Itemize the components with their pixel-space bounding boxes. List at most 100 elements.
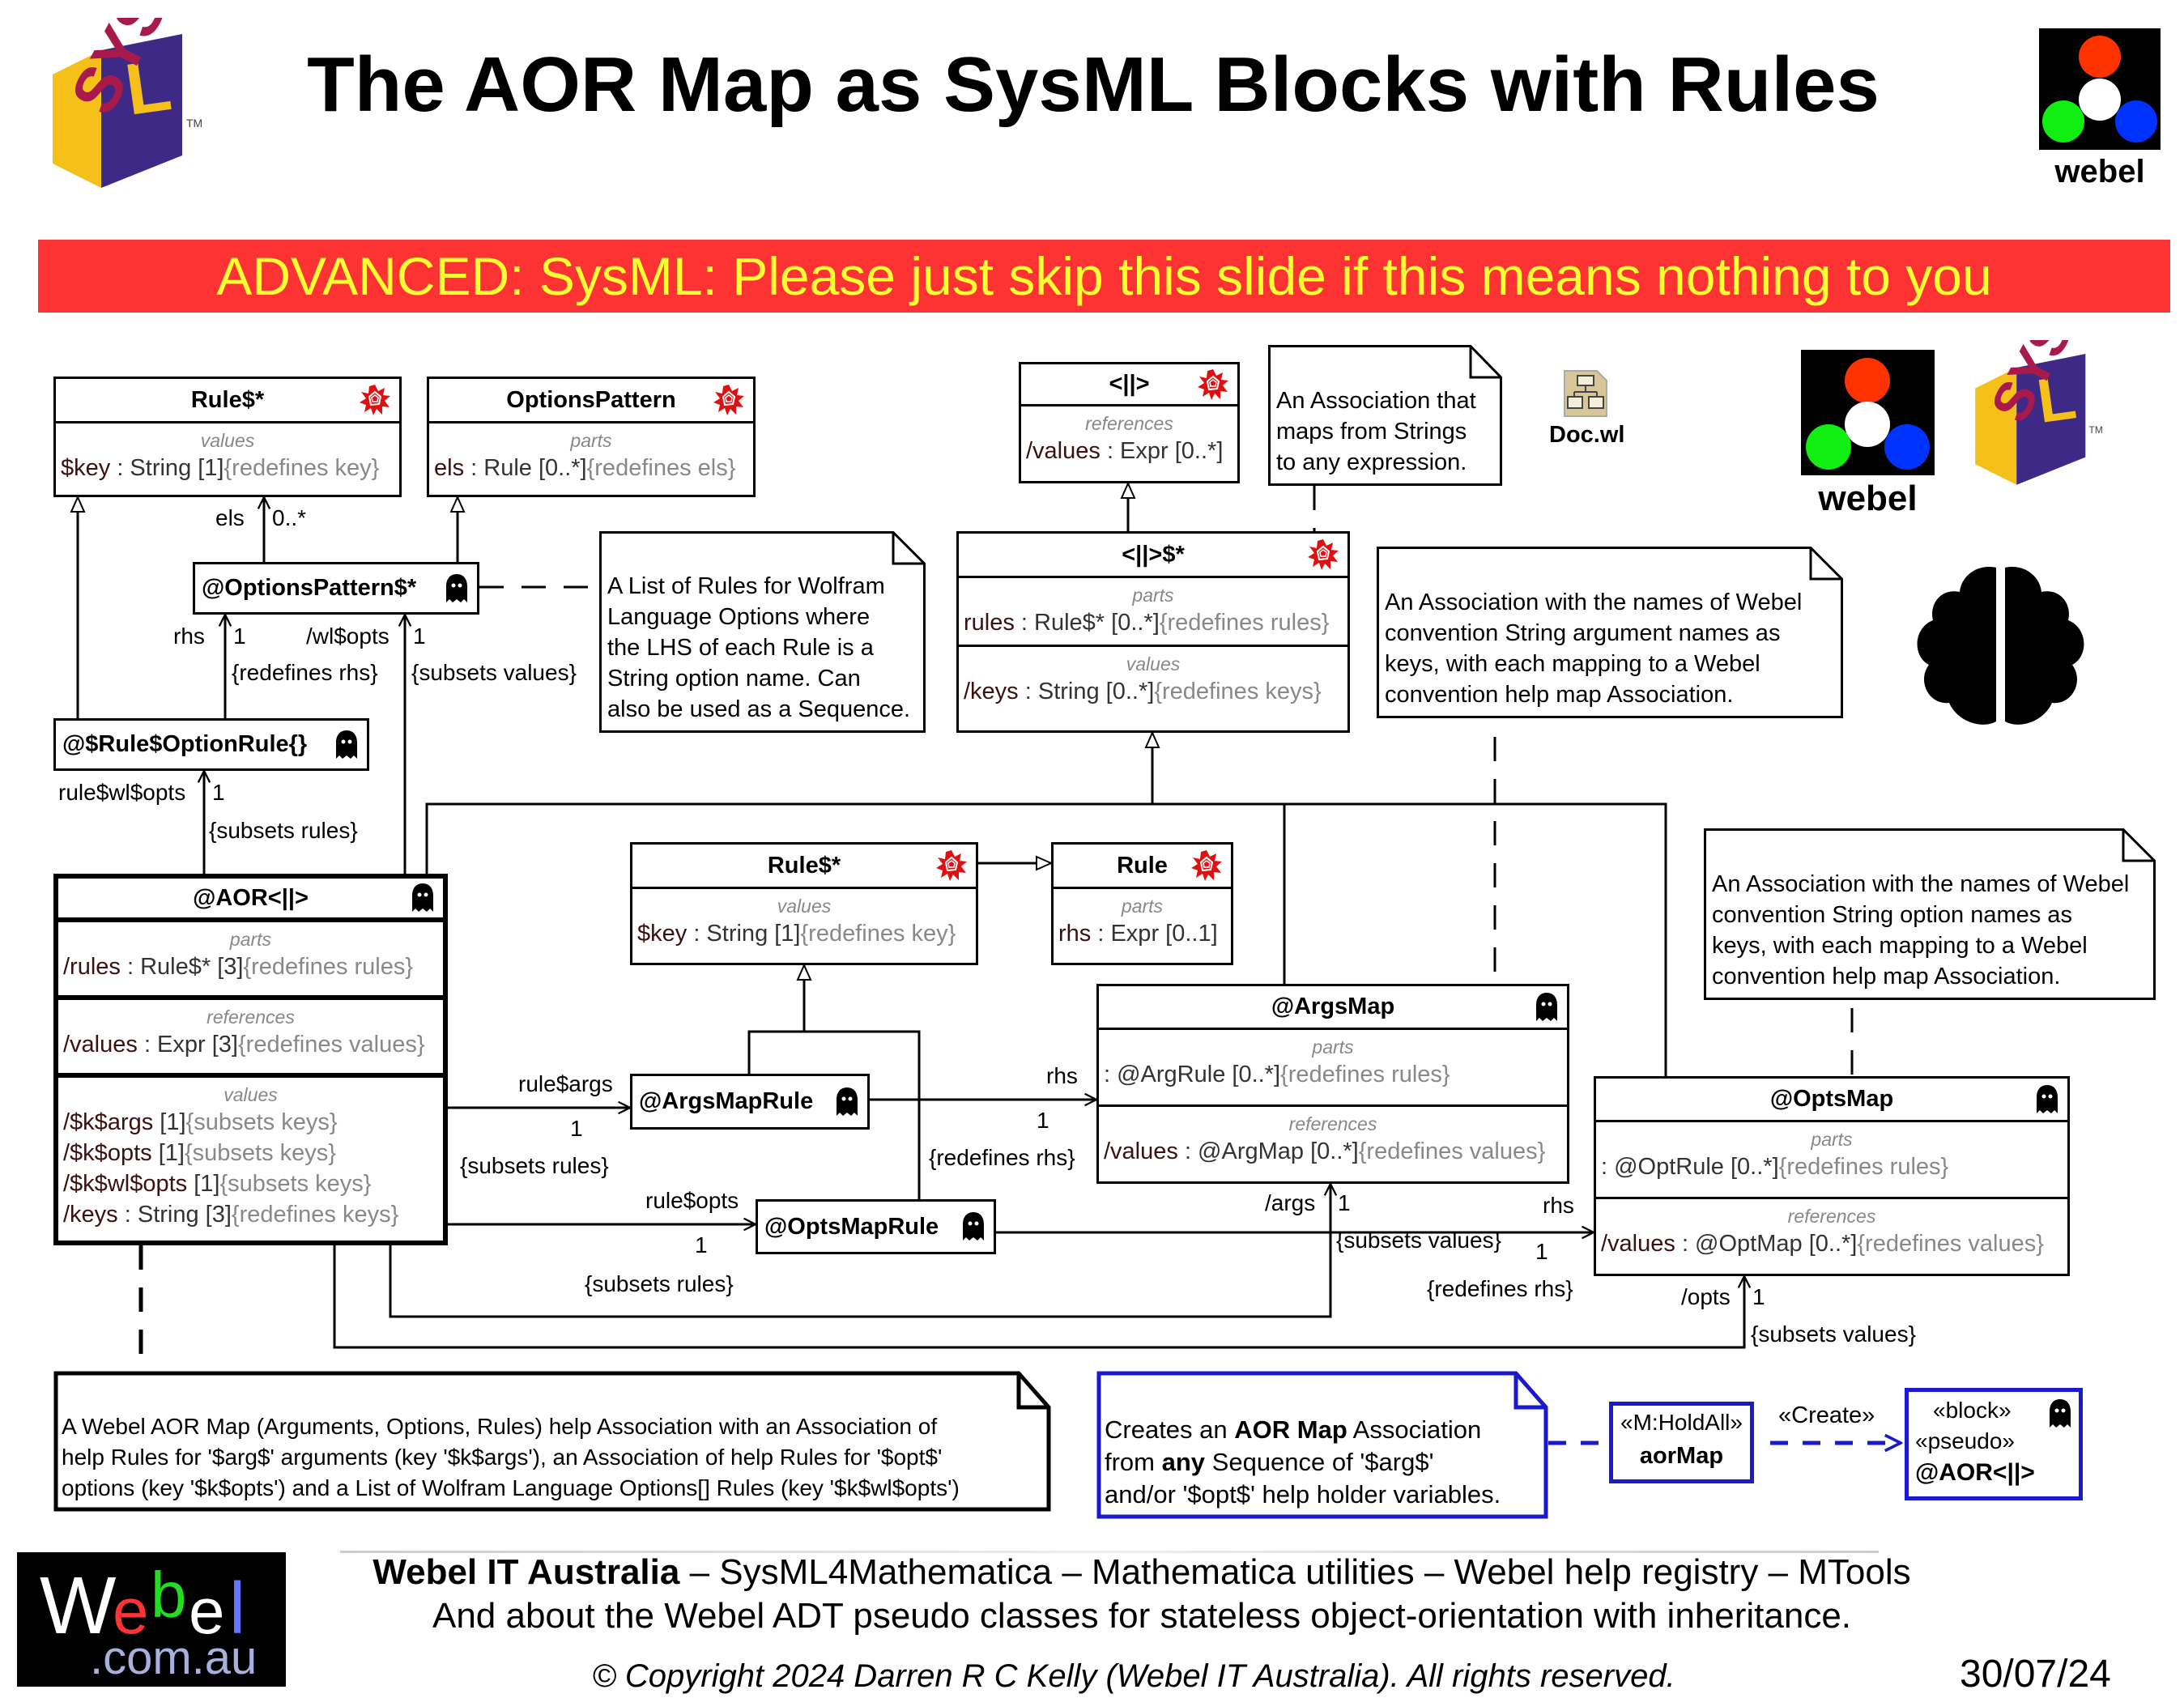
block-rule-star-mid[interactable]: Rule$* values $key : String [1]{redefine… [630, 842, 978, 965]
stereotype-block: «block» [1933, 1398, 2012, 1423]
block-options-pattern[interactable]: OptionsPattern parts els : Rule [0..*]{r… [427, 377, 756, 497]
compartment-references: references /values : @OptMap [0..*]{rede… [1596, 1199, 2067, 1266]
label-rule-wl-opts-cons: {subsets rules} [209, 818, 358, 843]
block-aor-map-function[interactable]: «M:HoldAll» aorMap [1609, 1402, 1754, 1483]
label-rhs2-cons: {redefines rhs} [929, 1145, 1075, 1170]
page-title: The AOR Map as SysML Blocks with Rules [307, 41, 1880, 128]
webel-logo-2: webel [1801, 350, 1935, 520]
note-line: Language Options where [607, 604, 871, 630]
footer-text: Webel IT Australia – SysML4Mathematica –… [308, 1551, 1976, 1638]
compartment-parts: parts : @ArgRule [0..*]{redefines rules} [1099, 1030, 1567, 1107]
block-rule-star-top[interactable]: Rule$* values $key : String [1]{redefine… [53, 377, 402, 497]
compartment-values: values /$k$args [1]{subsets keys} /$k$op… [58, 1078, 443, 1236]
webel-com-au-logo: W e b e l .com.au [17, 1552, 286, 1687]
label-args-mult: 1 [1338, 1190, 1351, 1215]
label-opts: /opts [1681, 1284, 1731, 1309]
compartment-parts: parts rules : Rule$* [0..*]{redefines ru… [959, 578, 1347, 647]
block-args-map-rule[interactable]: @ArgsMapRule [630, 1074, 870, 1130]
ghost-icon [2048, 1398, 2072, 1429]
property: /values : @OptMap [0..*]{redefines value… [1601, 1231, 2044, 1257]
compartment-values: values $key : String [1]{redefines key} [56, 423, 399, 490]
ghost-icon [1535, 992, 1559, 1023]
ghost-icon [835, 1087, 859, 1117]
note-creates: Creates an AOR Map Association from any … [1096, 1371, 1548, 1519]
note-line: String option name. Can [607, 666, 861, 692]
note-opts-assoc: An Association with the names of Webel co… [1704, 828, 2156, 1000]
creates-line3: and/or '$opt$' help holder variables. [1105, 1480, 1501, 1509]
property: els : Rule [0..*]{redefines els} [434, 455, 736, 481]
stereotype-pseudo: «pseudo» [1915, 1428, 2016, 1453]
block-name: <||> [1109, 371, 1150, 397]
wolfram-spikey-icon [935, 849, 968, 882]
block-opts-map[interactable]: @OptsMap parts : @OptRule [0..*]{redefin… [1594, 1076, 2070, 1276]
compartment-values: values /keys : String [0..*]{redefines k… [959, 647, 1347, 713]
note-line: maps from Strings [1276, 419, 1467, 445]
svg-text:TM: TM [186, 117, 202, 130]
block-name: <||>$* [1122, 541, 1185, 568]
creates-line1: Creates an AOR Map Association [1105, 1415, 1482, 1444]
svg-text:.com.au: .com.au [90, 1632, 257, 1684]
block-name: @AOR<||> [1915, 1459, 2035, 1486]
sysml-logo-2: L SYS TM [1968, 305, 2114, 502]
wolfram-spikey-icon [1190, 849, 1223, 882]
note-line: keys, with each mapping to a Webel [1385, 651, 1760, 677]
block-assoc-star[interactable]: <||>$* parts rules : Rule$* [0..*]{redef… [956, 531, 1350, 733]
brain-icon [1905, 564, 2097, 730]
block-name: @OptsMap [1769, 1086, 1894, 1112]
note-line: the LHS of each Rule is a [607, 635, 874, 661]
svg-text:b: b [151, 1559, 187, 1631]
webel-logo-2-text: webel [1818, 479, 1918, 518]
property: /keys : String [0..*]{redefines keys} [964, 679, 1322, 704]
block-args-map[interactable]: @ArgsMap parts : @ArgRule [0..*]{redefin… [1096, 984, 1569, 1184]
label-args-cons: {subsets values} [1336, 1228, 1501, 1253]
note-line: An Association with the names of Webel [1712, 871, 2130, 897]
doc-wl-label: Doc.wl [1549, 422, 1625, 448]
block-name: Rule [1117, 852, 1168, 879]
wolfram-spikey-icon [1307, 538, 1339, 571]
block-aor-pseudo[interactable]: «block» «pseudo» @AOR<||> [1905, 1388, 2083, 1500]
property: rules : Rule$* [0..*]{redefines rules} [964, 610, 1330, 636]
block-opts-map-rule[interactable]: @OptsMapRule [756, 1199, 996, 1254]
stereotype-holdall: «M:HoldAll» [1620, 1410, 1743, 1435]
block-at-options-pattern[interactable]: @OptionsPattern$* [193, 562, 479, 615]
block-name: @OptsMapRule [764, 1213, 939, 1240]
property: /keys : String [3]{redefines keys} [63, 1202, 399, 1228]
property: : @ArgRule [0..*]{redefines rules} [1104, 1062, 1450, 1087]
footer-line2: And about the Webel ADT pseudo classes f… [432, 1596, 1852, 1636]
diagram-doc-icon [1564, 370, 1607, 417]
property: /values : @ArgMap [0..*]{redefines value… [1104, 1138, 1546, 1164]
block-rule-option-rule[interactable]: @$Rule$OptionRule{} [53, 718, 369, 771]
label-rule-args-cons: {subsets rules} [460, 1153, 609, 1178]
compartment-parts: parts rhs : Expr [0..1] [1054, 889, 1231, 955]
block-rule[interactable]: Rule parts rhs : Expr [0..1] [1051, 842, 1233, 965]
doc-wl-link[interactable]: Doc.wl [1549, 369, 1625, 450]
label-rhs1-cons: {redefines rhs} [232, 660, 378, 685]
label-rule-opts-cons: {subsets rules} [585, 1271, 734, 1296]
block-aor[interactable]: @AOR<||> parts /rules : Rule$* [3]{redef… [53, 874, 448, 1245]
block-name: @$Rule$OptionRule{} [62, 731, 308, 757]
advanced-banner: ADVANCED: SysML: Please just skip this s… [38, 240, 2170, 313]
compartment-references: references /values : Expr [3]{redefines … [58, 1000, 443, 1078]
compartment-references: references /values : @ArgMap [0..*]{rede… [1099, 1107, 1567, 1173]
ghost-icon [334, 730, 359, 760]
note-line: convention help map Association. [1712, 964, 2061, 989]
block-assoc[interactable]: <||> references /values : Expr [0..*] [1019, 362, 1240, 483]
label-rhs1-mult: 1 [233, 623, 246, 649]
label-wl-opts-cons: {subsets values} [411, 660, 577, 685]
property: /rules : Rule$* [3]{redefines rules} [63, 954, 414, 980]
property: /$k$wl$opts [1]{subsets keys} [63, 1171, 372, 1197]
label-rhs3: rhs [1543, 1193, 1574, 1218]
block-name: OptionsPattern [506, 386, 676, 413]
block-name: Rule$* [767, 852, 841, 879]
wolfram-spikey-icon [1197, 368, 1229, 401]
property: /$k$opts [1]{subsets keys} [63, 1140, 336, 1166]
property: $key : String [1]{redefines key} [61, 455, 380, 481]
note-line: options (key '$k$opts') and a List of Wo… [62, 1475, 960, 1500]
svg-text:W: W [40, 1560, 117, 1651]
ghost-icon [961, 1211, 986, 1242]
label-wl-opts-mult: 1 [413, 623, 426, 649]
note-aor-description: A Webel AOR Map (Arguments, Options, Rul… [53, 1371, 1051, 1512]
